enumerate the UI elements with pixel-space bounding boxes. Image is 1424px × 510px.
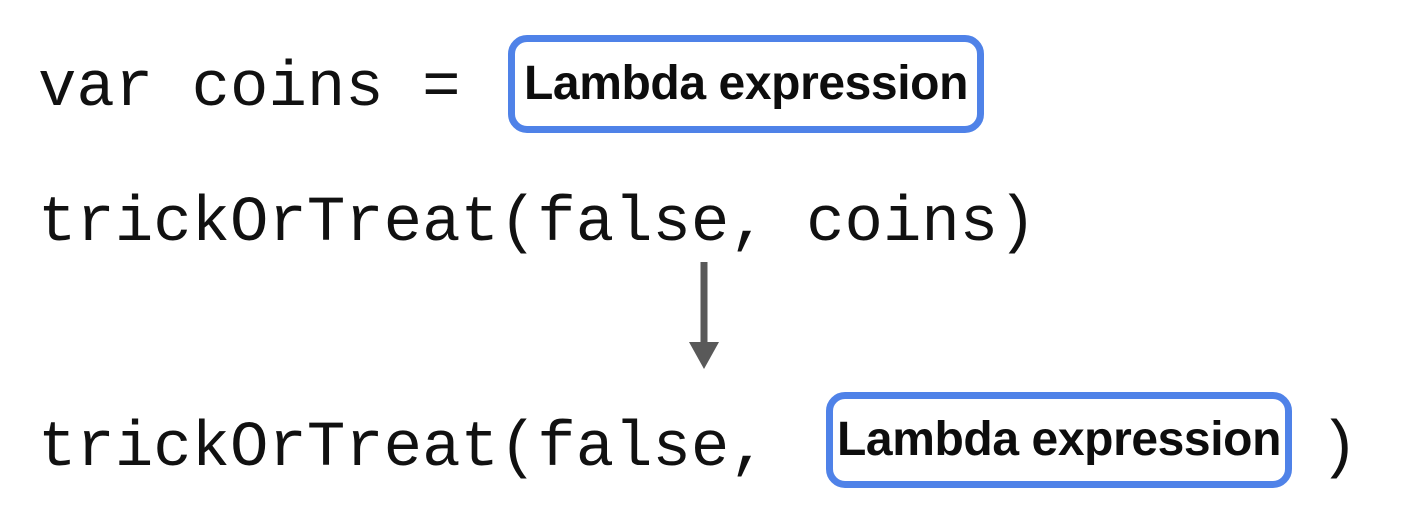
arrow-down-icon (676, 262, 732, 374)
lambda-expression-pill-label-inlined: Lambda expression (836, 413, 1282, 466)
lambda-expression-pill-assignment[interactable]: Lambda expression (508, 35, 984, 133)
code-line-var-coins-assignment: var coins = (38, 53, 499, 125)
code-line-trick-or-treat-call-before: trickOrTreat(false, coins) (38, 188, 1037, 260)
lambda-expression-pill-inlined[interactable]: Lambda expression (826, 392, 1292, 488)
lambda-expression-pill-label: Lambda expression (523, 57, 969, 110)
code-line-trick-or-treat-call-after-prefix: trickOrTreat(false, (38, 413, 807, 485)
code-line-trick-or-treat-call-after-suffix: ) (1320, 413, 1359, 485)
arrow-down-glyph (689, 262, 719, 369)
